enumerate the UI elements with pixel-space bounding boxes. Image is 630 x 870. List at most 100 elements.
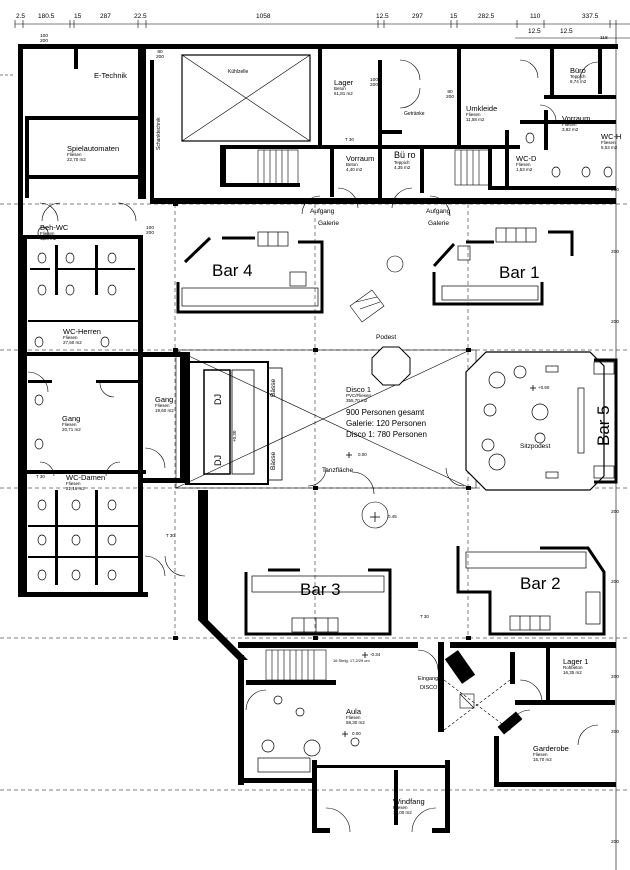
label-galerie-1: Galerie [318,220,339,227]
label-dj: DJ [213,394,223,405]
sitz-furniture [481,365,585,479]
label-aufgang-1: Aufgang [310,208,335,215]
level-045: 0.45 [388,514,397,519]
label-sitzpodest: Sitzpodest [520,443,551,450]
label-dj-2: DJ [213,455,223,466]
sitzpodest-octagon [465,351,605,491]
level-minus034: -0.34 [370,652,381,657]
label-baesse-1: Bässe [270,378,277,397]
bar-4-label: Bar 4 [212,261,253,280]
capacity-galerie: Galerie: 120 Personen [346,418,427,428]
label-eingang: Eingang [418,676,439,682]
bar-3-label: Bar 3 [300,580,341,599]
bar-4-counter [176,236,324,314]
dim-top-11: 337.5 [582,13,599,20]
bar-2-label: Bar 2 [520,574,561,593]
room-getraenke: Getränke [404,111,425,117]
right-dim-1: 200 [611,250,620,255]
bar-3-details [251,575,385,633]
room-kuehlzelle: Kühlzelle [228,69,249,75]
capacity-disco: Disco 1: 780 Personen [346,429,427,439]
dim-top-3: 287 [100,13,111,20]
level-plus060: +0.60 [538,385,550,390]
dim-sub-1: 12.5 [560,28,573,35]
dim-top-5: 1058 [256,13,271,20]
label-t30-a: T 30 [345,137,354,142]
level-dj: +0.30 [232,430,237,442]
bar-1-details [441,227,539,301]
stairs [257,149,491,681]
column-markers [173,202,471,640]
label-aufgang-2: Aufgang [426,208,451,215]
toilets [34,132,613,581]
right-dim-4: 200 [611,580,620,585]
bar-2-details [465,551,601,631]
capacity-total: 900 Personen gesamt [346,408,425,417]
right-dim-6: 200 [611,730,620,735]
label-t30-d: T 30 [420,614,429,619]
right-dim-5: 200 [611,675,620,680]
dim-top-8: 15 [450,13,458,20]
room-etechnik: E-Technik [94,71,127,80]
dj-booth [185,361,283,485]
right-dim-7: 200 [611,840,620,845]
kuehlzelle-box [181,54,311,142]
dancefloor-lines [175,255,477,529]
dim-top-6: 12.5 [376,13,389,20]
label-galerie-2: Galerie [428,220,449,227]
label-t30-b: T 30 [36,474,45,479]
label-baesse-2: Bässe [270,451,277,470]
stair-note: 16 Steig. 17,2/29 cm [333,658,370,663]
bar-1-label: Bar 1 [499,263,540,282]
dim-sub-0: 12.5 [528,28,541,35]
entrance-diagonals [443,679,511,731]
right-dim-3: 200 [611,510,620,515]
label-disco: DISCO [420,685,438,691]
bar-3-counter [244,568,392,636]
wc-stalls [28,245,138,585]
dim-top-7: 297 [412,13,423,20]
bar-5-details [593,361,615,479]
level-disco: 0.00 [358,452,367,457]
dim-top-2: 15 [74,13,82,20]
right-dim-0: 200 [611,188,620,193]
bar-2-counter [456,546,606,636]
dim-top-9: 282.5 [478,13,495,20]
label-t30-c: T 30 [166,533,175,538]
room-schanktechnik: Schanktechnik [156,117,162,150]
label-tanzflaeche: Tanzfläche [322,467,354,474]
right-dim-2: 200 [611,320,620,325]
aula-furniture [257,695,360,773]
capacity-info: 900 Personen gesamt Galerie: 120 Persone… [346,408,427,440]
bar-5-counter [594,358,618,484]
bar-1-counter [432,230,574,306]
dim-top-0: 2.5 [16,13,26,20]
lower-walls [198,490,616,833]
bar-4-details [181,231,319,307]
bar-5-label: Bar 5 [594,405,613,446]
wall-dim-f: 118 [600,36,608,41]
